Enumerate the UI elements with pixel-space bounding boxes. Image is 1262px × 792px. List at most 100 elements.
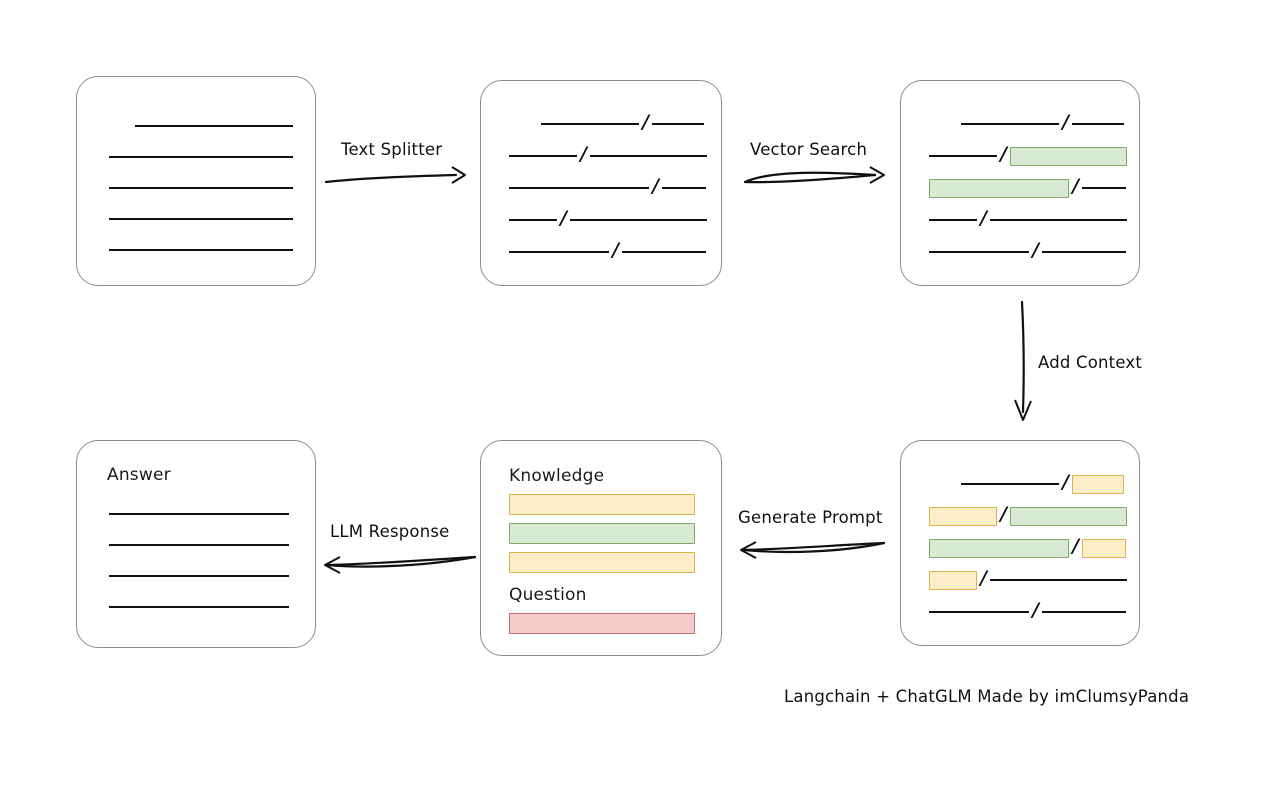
retrieved-chunks-rows: / / / / /	[901, 81, 1139, 285]
text-line-segment	[109, 218, 293, 220]
text-line	[109, 596, 289, 618]
highlighted-chunk-green[interactable]	[1009, 146, 1127, 166]
chunk-row: /	[509, 174, 706, 199]
chunk-separator: /	[580, 142, 587, 165]
question-bars	[481, 441, 721, 655]
text-line-segment	[541, 123, 639, 125]
chunk-row: /	[929, 502, 1127, 527]
text-line-segment	[135, 125, 293, 127]
text-line	[109, 503, 289, 525]
text-line-segment	[1041, 611, 1126, 613]
context-chunks-rows: / / / / /	[901, 441, 1139, 645]
text-line	[109, 208, 293, 230]
text-line-segment	[589, 155, 707, 157]
chunk-row: /	[541, 110, 704, 135]
chunk-row: /	[961, 470, 1124, 495]
text-line	[109, 565, 289, 587]
highlighted-chunk-yellow[interactable]	[1081, 538, 1126, 558]
text-line-segment	[1071, 123, 1124, 125]
text-line-segment	[929, 611, 1029, 613]
question-label: Question	[509, 585, 587, 605]
arrow-text-splitter-label: Text Splitter	[341, 140, 443, 159]
source-document-box[interactable]	[76, 76, 316, 286]
chunk-row: /	[929, 238, 1126, 263]
answer-label: Answer	[107, 465, 171, 485]
arrow-text-splitter-icon	[324, 166, 466, 184]
chunk-separator: /	[1000, 142, 1007, 165]
text-line-segment	[929, 155, 997, 157]
diagram-caption: Langchain + ChatGLM Made by imClumsyPand…	[784, 687, 1190, 706]
text-line-segment	[509, 187, 649, 189]
text-line-segment	[509, 155, 577, 157]
chunk-row: /	[509, 142, 707, 167]
arrow-add-context: Add Context	[1000, 300, 1180, 426]
knowledge-bar[interactable]	[509, 523, 695, 544]
text-line-segment	[929, 251, 1029, 253]
arrow-llm-response-icon	[324, 555, 477, 574]
knowledge-bar[interactable]	[509, 494, 695, 515]
highlighted-chunk-yellow[interactable]	[1071, 474, 1124, 494]
context-chunks-box[interactable]: / / / / /	[900, 440, 1140, 646]
text-line-segment	[929, 219, 977, 221]
text-line-segment	[109, 513, 289, 515]
chunk-row: /	[509, 206, 707, 231]
chunk-row: /	[929, 174, 1126, 199]
chunk-row: /	[929, 534, 1126, 559]
chunk-separator: /	[980, 206, 987, 229]
chunk-separator: /	[612, 238, 619, 261]
text-line-segment	[989, 219, 1127, 221]
text-line-segment	[1081, 187, 1126, 189]
arrow-add-context-label: Add Context	[1038, 353, 1143, 372]
chunk-separator: /	[642, 110, 649, 133]
text-line-segment	[109, 606, 289, 608]
chunk-separator: /	[1072, 534, 1079, 557]
text-line-segment	[651, 123, 704, 125]
split-chunks-rows: / / / / /	[481, 81, 721, 285]
text-line-segment	[109, 544, 289, 546]
answer-box[interactable]: Answer	[76, 440, 316, 648]
text-line-segment	[989, 579, 1127, 581]
chunk-separator: /	[560, 206, 567, 229]
arrow-generate-prompt-label: Generate Prompt	[738, 508, 883, 527]
text-line	[109, 146, 293, 168]
text-line-segment	[661, 187, 706, 189]
source-document-lines	[77, 77, 315, 285]
text-line-segment	[621, 251, 706, 253]
knowledge-bars	[481, 441, 721, 655]
text-line-segment	[961, 123, 1059, 125]
arrow-llm-response-label: LLM Response	[330, 522, 450, 541]
text-line	[135, 115, 293, 137]
highlighted-chunk-green[interactable]	[929, 178, 1069, 198]
question-bar[interactable]	[509, 613, 695, 634]
answer-lines	[77, 441, 315, 647]
chunk-separator: /	[1062, 470, 1069, 493]
chunk-separator: /	[1032, 598, 1039, 621]
chunk-separator: /	[1032, 238, 1039, 261]
chunk-separator: /	[1000, 502, 1007, 525]
text-line-segment	[569, 219, 707, 221]
chunk-row: /	[929, 206, 1127, 231]
text-line	[109, 239, 293, 261]
text-line-segment	[509, 219, 557, 221]
highlighted-chunk-yellow[interactable]	[929, 506, 997, 526]
chunk-separator: /	[652, 174, 659, 197]
chunk-separator: /	[1072, 174, 1079, 197]
retrieved-chunks-box[interactable]: / / / / /	[900, 80, 1140, 286]
highlighted-chunk-green[interactable]	[929, 538, 1069, 558]
arrow-llm-response: LLM Response	[320, 522, 480, 582]
split-chunks-box[interactable]: / / / / /	[480, 80, 722, 286]
arrow-vector-search-icon	[743, 166, 885, 184]
arrow-vector-search: Vector Search	[742, 140, 890, 200]
arrow-vector-search-label: Vector Search	[750, 140, 868, 159]
arrow-text-splitter: Text Splitter	[324, 140, 472, 200]
prompt-box[interactable]: Knowledge Question	[480, 440, 722, 656]
arrow-generate-prompt: Generate Prompt	[736, 508, 888, 568]
knowledge-bar[interactable]	[509, 552, 695, 573]
chunk-row: /	[929, 568, 1127, 591]
highlighted-chunk-yellow[interactable]	[929, 570, 977, 590]
text-line-segment	[509, 251, 609, 253]
text-line	[109, 534, 289, 556]
chunk-row: /	[961, 112, 1124, 135]
highlighted-chunk-green[interactable]	[1009, 506, 1127, 526]
